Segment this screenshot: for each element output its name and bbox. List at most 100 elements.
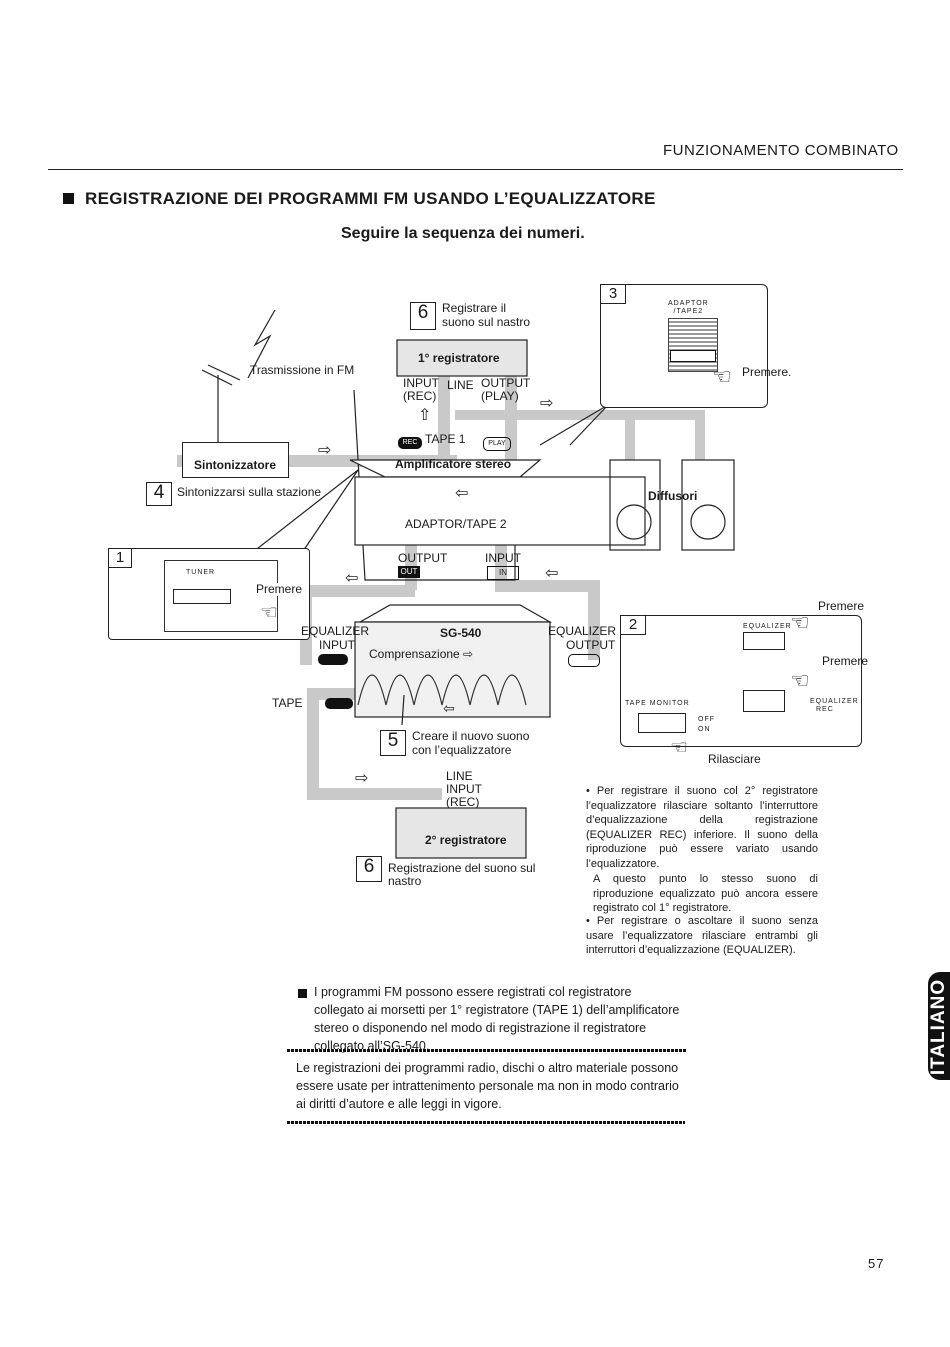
tape-left-rec-badge	[325, 698, 353, 709]
hand-icon-3: ☜	[712, 364, 732, 389]
step-1-number: 1	[108, 548, 132, 568]
note-1: • Per registrare il suono col 2° registr…	[586, 785, 818, 870]
notice-top-rule	[287, 1049, 687, 1052]
tape1-output-label: OUTPUT	[481, 376, 531, 390]
connection-diagram: ⇨ ⇨ ⇦ ⇦ ⇦ ⇨ ⇦ ⇧ 6 Registrare il suono su…	[100, 280, 880, 910]
page-subtitle: Seguire la sequenza dei numeri.	[341, 225, 585, 242]
eq-right-play-badge	[568, 654, 600, 667]
language-tab: ITALIANO	[928, 972, 950, 1080]
equalizer-play-button[interactable]	[743, 632, 785, 650]
recorder-1-label: 1° registratore	[418, 351, 500, 365]
svg-text:⇨: ⇨	[318, 440, 331, 459]
notice-bottom-rule	[287, 1121, 685, 1124]
step-4-text: Sintonizzarsi sulla stazione	[177, 485, 322, 499]
rec2-rec-label: (REC)	[446, 795, 480, 809]
tape-monitor-label: TAPE MONITOR	[625, 700, 690, 707]
speakers-label: Diffusori	[648, 489, 698, 503]
note-3: • Per registrare o ascoltare il suono se…	[586, 915, 818, 956]
step-2-press-2: Premere	[822, 654, 869, 668]
play-badge: PLAY	[483, 437, 511, 451]
hand-icon-2b: ☜	[790, 668, 810, 693]
compensation-label: Comprensazione ⇨	[369, 647, 474, 661]
note-2: A questo punto lo stesso suono di riprod…	[593, 873, 818, 914]
tape1-play-label: (PLAY)	[481, 389, 519, 403]
tape-monitor-button[interactable]	[638, 713, 686, 733]
section-header: FUNZIONAMENTO COMBINATO	[663, 142, 899, 159]
tape-monitor-on: ON	[698, 726, 711, 733]
play-badge-text: PLAY	[488, 440, 506, 447]
step-6-bottom-number: 6	[356, 856, 382, 882]
hand-icon-2c: ☜	[670, 737, 688, 759]
rec-small: REC	[816, 706, 834, 713]
tape-1-label: TAPE 1	[425, 432, 466, 446]
amp-input-label: INPUT	[485, 551, 521, 565]
sg540-label: SG-540	[440, 626, 482, 640]
tape1-line-label: LINE	[447, 378, 474, 392]
paragraph-bullet	[298, 989, 307, 998]
svg-text:⇨: ⇨	[355, 768, 368, 787]
tuner-label: Sintonizzatore	[194, 458, 277, 472]
equalizer-rec-small: EQUALIZER	[810, 698, 859, 705]
eq-left-input-label: INPUT	[319, 638, 355, 652]
hand-icon-2a: ☜	[790, 610, 810, 635]
in-badge-text: IN	[499, 568, 507, 577]
amplifier-label: Amplificatore stereo	[395, 457, 512, 471]
in-badge: IN	[487, 566, 519, 580]
title-bullet	[63, 193, 74, 204]
rec2-input-label: INPUT	[446, 782, 482, 796]
hand-icon-1: ☜	[260, 602, 278, 624]
tape1-rec-label: (REC)	[403, 389, 437, 403]
tape1-input-label: INPUT	[403, 376, 439, 390]
page-number: 57	[868, 1256, 885, 1271]
equalizer-play-small: EQUALIZER	[743, 623, 792, 630]
rec-badge-text: REC	[402, 439, 418, 446]
out-badge-text: OUT	[400, 567, 418, 576]
step-5-line1: Creare il nuovo suono	[412, 729, 530, 743]
eq-left-equalizer-label: EQUALIZER	[301, 624, 370, 638]
step-2-number: 2	[620, 615, 646, 635]
step-5-number: 5	[380, 730, 406, 756]
step-6-top-line2: suono sul nastro	[442, 315, 531, 329]
tuner-panel-detail	[164, 560, 278, 632]
rec2-line-label: LINE	[446, 769, 473, 783]
amp-output-label: OUTPUT	[398, 551, 448, 565]
adaptor-tape2-label: ADAPTOR/TAPE 2	[405, 517, 507, 531]
recorder-2-label: 2° registratore	[425, 833, 507, 847]
tuner-button[interactable]	[173, 589, 231, 604]
main-paragraph: I programmi FM possono essere registrati…	[314, 985, 680, 1053]
rec-badge: REC	[398, 437, 422, 449]
step-5-line2: con l’equalizzatore	[412, 743, 512, 757]
svg-text:⇧: ⇧	[418, 405, 431, 424]
eq-left-rec-badge	[318, 654, 348, 665]
step-6-bottom-line1: Registrazione del suono sul	[388, 861, 536, 875]
tape-monitor-off: OFF	[698, 716, 715, 723]
step-2-release: Rilasciare	[708, 752, 761, 766]
svg-text:⇦: ⇦	[545, 563, 558, 582]
svg-text:⇦: ⇦	[443, 701, 455, 717]
step-4-number: 4	[146, 482, 172, 506]
tape-left-label: TAPE	[272, 696, 303, 710]
adaptor-button-stack	[668, 318, 718, 372]
header-rule	[48, 169, 903, 170]
tuner-box	[182, 442, 289, 478]
adaptor-button[interactable]	[670, 350, 716, 362]
svg-text:⇦: ⇦	[455, 483, 468, 502]
language-tab-label: ITALIANO	[928, 978, 949, 1076]
tuner-button-label: TUNER	[186, 569, 216, 576]
page-title: REGISTRAZIONE DEI PROGRAMMI FM USANDO L’…	[85, 189, 656, 208]
step-6-top-number: 6	[410, 302, 436, 330]
equalizer-rec-button[interactable]	[743, 690, 785, 712]
svg-text:⇨: ⇨	[540, 393, 553, 412]
adaptor-small-label: ADAPTOR /TAPE2	[668, 300, 709, 315]
step-3-number: 3	[600, 284, 626, 304]
step-6-top-line1: Registrare il	[442, 301, 507, 315]
step-2-press-1: Premere	[818, 599, 865, 613]
step-3-press-label: Premere.	[742, 365, 792, 379]
copyright-notice: Le registrazioni dei programmi radio, di…	[296, 1061, 679, 1111]
svg-text:⇦: ⇦	[345, 568, 358, 587]
broadcast-label: Trasmissione in FM	[250, 363, 355, 377]
eq-right-equalizer-label: EQUALIZER	[548, 624, 617, 638]
eq-right-output-label: OUTPUT	[566, 638, 616, 652]
step-6-bottom-line2: nastro	[388, 874, 422, 888]
step-1-press-label: Premere	[256, 582, 303, 596]
